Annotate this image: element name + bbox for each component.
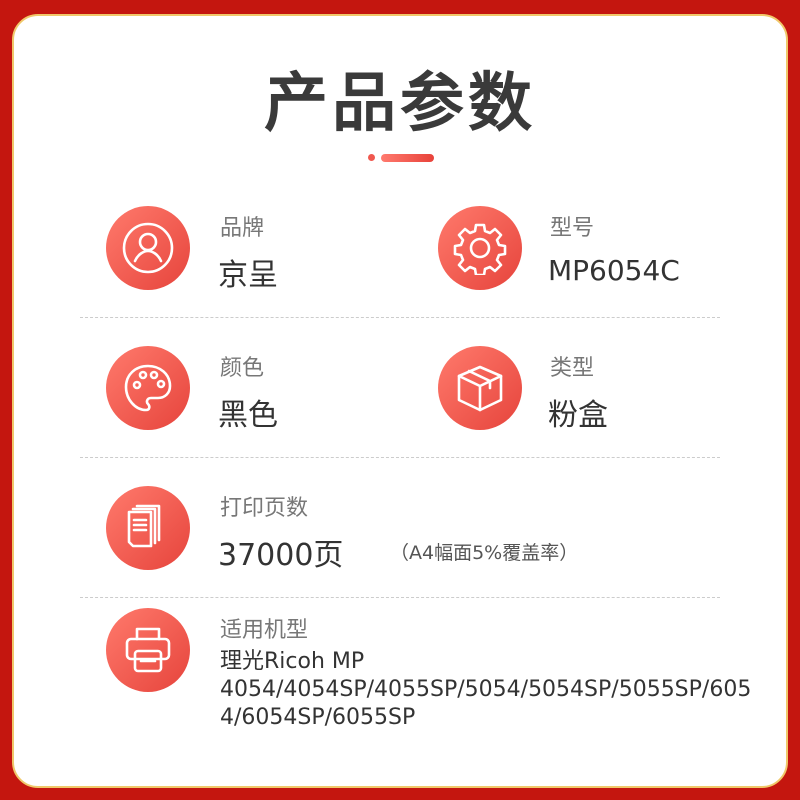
pages-label: 打印页数 [220,496,309,521]
title-bar [381,154,434,162]
divider [80,597,720,598]
type-label: 类型 [550,356,595,381]
type-value: 粉盒 [548,398,608,433]
models-value: 理光Ricoh MP 4054/4054SP/4055SP/5054/5054S… [220,648,760,732]
models-line1: 理光Ricoh MP [220,649,365,674]
models-line2: 4054/4054SP/4055SP/5054/5054SP/5055SP/60… [220,677,752,730]
brand-label: 品牌 [220,216,265,241]
pages-icon [106,486,190,570]
models-label: 适用机型 [220,618,309,643]
color-label: 颜色 [220,356,265,381]
title-dot [368,154,375,161]
model-label: 型号 [550,216,595,241]
color-value: 黑色 [218,398,278,433]
user-icon [106,206,190,290]
model-value: MP6054C [548,254,680,287]
box-icon [438,346,522,430]
page-title: 产品参数 [264,67,536,141]
pages-value: 37000页 [218,538,344,573]
divider [80,317,720,318]
brand-value: 京呈 [218,258,278,293]
palette-icon [106,346,190,430]
printer-icon [106,608,190,692]
gear-icon [438,206,522,290]
pages-note: （A4幅面5%覆盖率） [390,542,579,564]
divider [80,457,720,458]
